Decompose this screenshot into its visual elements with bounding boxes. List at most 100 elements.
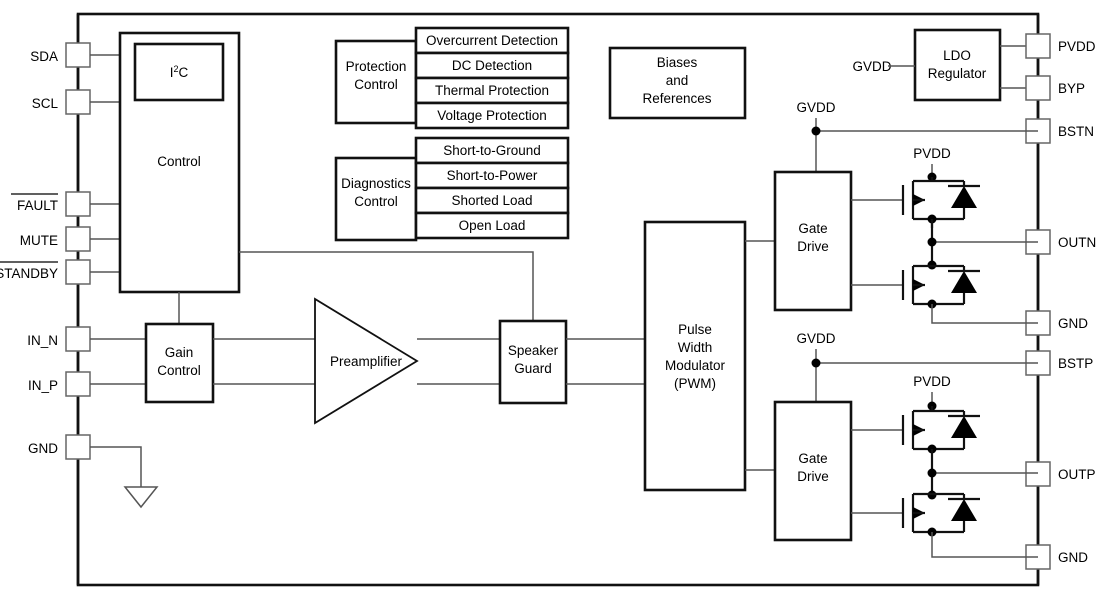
mosfet-high-n <box>901 177 980 228</box>
body-diode-icon <box>951 499 977 521</box>
gate-drive-n-line1: Gate <box>798 221 827 236</box>
junction-dot-gvdd-n <box>811 126 821 136</box>
block-ldo-regulator[interactable] <box>913 28 1002 102</box>
diagnostics-item-label-2: Shorted Load <box>451 193 532 208</box>
diagnostics-item-0[interactable] <box>414 136 570 165</box>
protection-item-label-3: Voltage Protection <box>437 108 547 123</box>
block-control-label: Control <box>157 154 201 169</box>
block-gain-control[interactable] <box>144 322 215 404</box>
speaker-guard-line1: Speaker <box>508 343 559 358</box>
protection-item-label-2: Thermal Protection <box>435 83 549 98</box>
block-biases-references[interactable] <box>608 46 747 120</box>
body-diode-icon <box>951 186 977 208</box>
pin-box-pvdd <box>1025 33 1051 59</box>
pin-box-byp <box>1025 75 1051 101</box>
protection-item-1[interactable] <box>414 51 570 80</box>
pin-mute[interactable]: MUTE <box>20 226 120 252</box>
mosfet-low-p <box>901 492 980 537</box>
pvdd-label-p: PVDD <box>913 374 951 389</box>
pin-box-outp <box>1025 461 1051 487</box>
pin-label-sda: SDA <box>30 49 58 64</box>
gate-drive-p-line1: Gate <box>798 451 827 466</box>
wire-control-to-speaker-guard <box>239 251 534 321</box>
gate-drive-p-line2: Drive <box>797 469 829 484</box>
gnd-wire-left <box>90 446 142 487</box>
gain-control-line1: Gain <box>165 345 194 360</box>
ldo-input-label-gvdd: GVDD <box>852 59 891 74</box>
pwm-line2: Width <box>678 340 713 355</box>
body-diode-icon <box>951 271 977 293</box>
pin-label-pvdd: PVDD <box>1058 39 1096 54</box>
ground-symbol-icon <box>123 486 159 509</box>
biases-line1: Biases <box>657 55 698 70</box>
diagnostics-control-line1: Diagnostics <box>341 176 411 191</box>
block-gate-drive-n[interactable] <box>773 170 853 312</box>
pin-label-outp: OUTP <box>1058 467 1096 482</box>
body-diode-icon <box>951 416 977 438</box>
pin-label-standby: STANDBY <box>0 266 58 281</box>
protection-control-line2: Control <box>354 77 398 92</box>
wire-gnd-p-to-pin <box>931 532 1038 558</box>
block-diagnostics-control[interactable] <box>334 156 418 242</box>
diagnostics-items-list: Short-to-Ground Short-to-Power Shorted L… <box>414 136 570 240</box>
pin-box-gnd-left <box>65 434 91 460</box>
pin-pvdd[interactable]: PVDD <box>1025 33 1096 59</box>
pin-label-mute: MUTE <box>20 233 58 248</box>
mosfet-high-p <box>901 406 980 454</box>
pin-fault[interactable]: FAULT <box>11 191 120 217</box>
block-pwm[interactable] <box>643 220 747 492</box>
protection-control-line1: Protection <box>346 59 407 74</box>
pin-standby[interactable]: STANDBY <box>0 259 120 285</box>
gvdd-label-bstp: GVDD <box>796 331 835 346</box>
pin-box-in-p <box>65 371 91 397</box>
pin-box-in-n <box>65 326 91 352</box>
speaker-guard-line2: Guard <box>514 361 552 376</box>
diagnostics-item-3[interactable] <box>414 211 570 240</box>
pin-gnd-left[interactable]: GND <box>28 434 159 509</box>
pin-label-byp: BYP <box>1058 81 1085 96</box>
gvdd-label-bstn: GVDD <box>796 100 835 115</box>
diagnostics-item-label-3: Open Load <box>459 218 526 233</box>
pin-outp[interactable]: OUTP <box>1025 461 1096 487</box>
block-i2c[interactable] <box>133 42 225 102</box>
junction-dot-outp <box>927 468 937 478</box>
biases-line2: and <box>666 73 689 88</box>
pin-label-gnd-p: GND <box>1058 550 1088 565</box>
pin-label-gnd-left: GND <box>28 441 58 456</box>
block-i2c-label: I2C <box>170 64 189 80</box>
pin-label-fault: FAULT <box>17 198 58 213</box>
pin-scl[interactable]: SCL <box>32 89 120 115</box>
pin-gnd-n[interactable]: GND <box>1025 310 1088 336</box>
biases-line3: References <box>642 91 711 106</box>
pin-sda[interactable]: SDA <box>30 42 120 68</box>
pwm-line3: Modulator <box>665 358 726 373</box>
pin-box-fault <box>65 191 91 217</box>
pin-byp[interactable]: BYP <box>1025 75 1085 101</box>
pin-in-n[interactable]: IN_N <box>27 326 146 352</box>
mosfet-low-n <box>901 264 980 309</box>
pin-in-p[interactable]: IN_P <box>28 371 146 397</box>
protection-item-label-0: Overcurrent Detection <box>426 33 558 48</box>
block-speaker-guard[interactable] <box>498 319 568 405</box>
pin-label-bstp: BSTP <box>1058 356 1093 371</box>
gate-drive-n-line2: Drive <box>797 239 829 254</box>
diagnostics-control-line2: Control <box>354 194 398 209</box>
block-preamplifier[interactable] <box>314 297 419 425</box>
junction-dot-gvdd-p <box>811 358 821 368</box>
block-gate-drive-p[interactable] <box>773 400 853 542</box>
pwm-line4: (PWM) <box>674 376 716 391</box>
protection-item-2[interactable] <box>414 76 570 105</box>
ldo-line1: LDO <box>943 48 971 63</box>
pin-box-sda <box>65 42 91 68</box>
diagnostics-item-label-1: Short-to-Power <box>447 168 538 183</box>
pin-label-in-n: IN_N <box>27 333 58 348</box>
wire-gnd-n-to-pin <box>931 304 1038 324</box>
preamplifier-label: Preamplifier <box>330 354 403 369</box>
pin-label-bstn: BSTN <box>1058 124 1094 139</box>
pin-box-scl <box>65 89 91 115</box>
gain-control-line2: Control <box>157 363 201 378</box>
protection-item-3[interactable] <box>414 101 570 130</box>
pin-label-outn: OUTN <box>1058 235 1096 250</box>
pin-box-mute <box>65 226 91 252</box>
junction-dot-outn <box>927 237 937 247</box>
